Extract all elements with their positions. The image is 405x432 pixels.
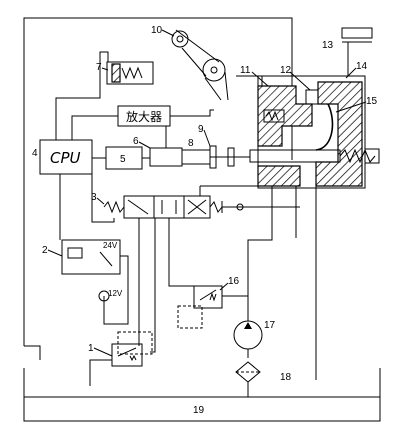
cpu-block: CPU: [39, 139, 93, 175]
label-5: 5: [120, 154, 126, 165]
label-7: 7: [96, 62, 102, 73]
label-16: 16: [228, 276, 240, 287]
voltage-12-label: 12V: [108, 289, 123, 298]
label-6: 6: [133, 136, 139, 147]
label-17: 17: [264, 320, 276, 331]
pump-17: [233, 320, 263, 358]
component-6-8: [149, 145, 250, 169]
spool-rod: [249, 148, 380, 164]
label-3: 3: [91, 192, 97, 203]
relief-valve-1: [89, 331, 153, 386]
label-10: 10: [151, 25, 163, 36]
part-labels: 1 2 3 4 5 6 7 8 9 10 11 12 13 14 15 16 1…: [32, 25, 378, 416]
connecting-lines: [55, 51, 297, 353]
filter-18: [235, 361, 261, 397]
tank: [23, 368, 381, 422]
label-15: 15: [366, 96, 378, 107]
component-7: [106, 61, 154, 85]
label-12: 12: [280, 65, 292, 76]
label-2: 2: [42, 245, 48, 256]
component-13: [341, 27, 373, 76]
amplifier-label: 放大器: [126, 109, 162, 124]
cpu-label: CPU: [50, 149, 81, 167]
label-8: 8: [188, 138, 194, 149]
label-4: 4: [32, 148, 38, 159]
directional-valve-3: [103, 195, 300, 219]
amplifier-block: 放大器: [117, 105, 171, 127]
label-13: 13: [322, 40, 334, 51]
valve-body-14: [257, 75, 366, 189]
circuit-2: 24V 12V: [61, 239, 129, 325]
valve-16: [177, 285, 223, 329]
voltage-24-label: 24V: [103, 241, 118, 250]
label-1: 1: [88, 343, 94, 354]
label-9: 9: [198, 124, 204, 135]
label-11: 11: [240, 65, 251, 76]
cam-lever-10: [171, 29, 229, 101]
label-19: 19: [193, 405, 205, 416]
label-14: 14: [356, 61, 368, 72]
label-18: 18: [280, 372, 292, 383]
